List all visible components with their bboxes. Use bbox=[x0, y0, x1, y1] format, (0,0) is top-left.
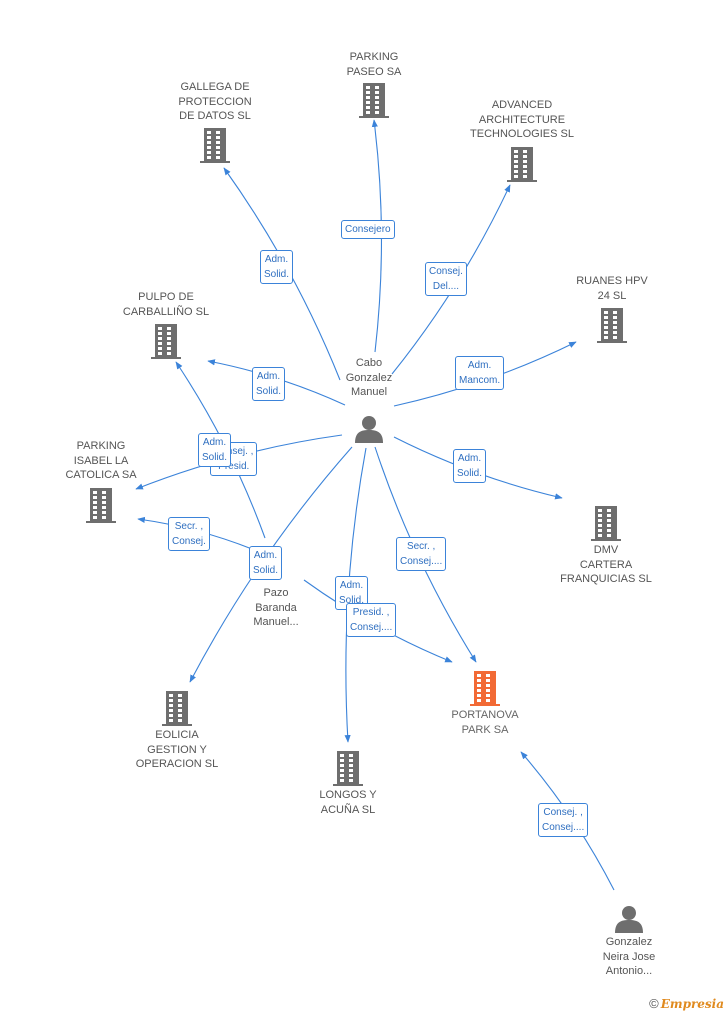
node-label: EOLICIA GESTION Y OPERACION SL bbox=[135, 729, 219, 770]
building-icon bbox=[541, 505, 671, 541]
node-label: LONGOS Y ACUÑA SL bbox=[319, 789, 377, 816]
node-label: PORTANOVA PARK SA bbox=[451, 709, 519, 736]
role-label[interactable]: Adm. Solid. bbox=[453, 449, 487, 483]
node-pazo[interactable]: Pazo Baranda Manuel... bbox=[211, 586, 341, 630]
building-icon bbox=[597, 307, 627, 343]
role-label[interactable]: Adm. Solid. bbox=[198, 433, 232, 467]
node-label: PULPO DE CARBALLIÑO SL bbox=[122, 291, 210, 318]
node-label: GALLEGA DE PROTECCION DE DATOS SL bbox=[178, 81, 252, 122]
node-label: ADVANCED ARCHITECTURE TECHNOLOGIES SL bbox=[470, 99, 574, 140]
role-label[interactable]: Consej. , Consej.... bbox=[538, 803, 589, 837]
node-label: PARKING PASEO SA bbox=[346, 51, 402, 78]
building-icon bbox=[200, 127, 230, 163]
node-gallega[interactable]: GALLEGA DE PROTECCION DE DATOS SL bbox=[150, 80, 280, 163]
copyright-symbol: © bbox=[649, 996, 659, 1011]
node-label: Cabo Gonzalez Manuel bbox=[345, 357, 393, 398]
person-icon bbox=[564, 905, 694, 933]
node-gonzalez[interactable]: Gonzalez Neira Jose Antonio... bbox=[564, 905, 694, 979]
node-ruanes[interactable]: RUANES HPV 24 SL bbox=[547, 274, 677, 343]
role-label[interactable]: Presid. , Consej.... bbox=[346, 603, 397, 637]
node-eolicia[interactable]: EOLICIA GESTION Y OPERACION SL bbox=[112, 690, 242, 772]
node-parking-paseo[interactable]: PARKING PASEO SA bbox=[309, 50, 439, 118]
node-parking-isabel[interactable]: PARKING ISABEL LA CATOLICA SA bbox=[36, 439, 166, 523]
node-pulpo[interactable]: PULPO DE CARBALLIÑO SL bbox=[101, 290, 231, 359]
node-portanova[interactable]: PORTANOVA PARK SA bbox=[420, 670, 550, 737]
role-label[interactable]: Adm. Mancom. bbox=[455, 356, 505, 390]
building-icon bbox=[283, 750, 413, 786]
node-label: PARKING ISABEL LA CATOLICA SA bbox=[65, 440, 137, 481]
node-longos[interactable]: LONGOS Y ACUÑA SL bbox=[283, 750, 413, 817]
node-label: DMV CARTERA FRANQUICIAS SL bbox=[560, 544, 652, 585]
footer-brand[interactable]: ©Empresia bbox=[649, 996, 724, 1011]
role-label[interactable]: Adm. Solid. bbox=[249, 546, 283, 580]
role-label[interactable]: Adm. Solid. bbox=[252, 367, 286, 401]
role-label[interactable]: Adm. Solid. bbox=[260, 250, 294, 284]
building-icon bbox=[112, 690, 242, 726]
building-icon bbox=[359, 82, 389, 118]
building-icon bbox=[507, 146, 537, 182]
role-label[interactable]: Consej. Del.... bbox=[425, 262, 467, 296]
node-label: Gonzalez Neira Jose Antonio... bbox=[602, 936, 656, 977]
role-label[interactable]: Secr. , Consej. bbox=[168, 517, 210, 551]
role-label[interactable]: Secr. , Consej.... bbox=[396, 537, 447, 571]
role-label[interactable]: Consejero bbox=[341, 220, 395, 239]
building-icon bbox=[86, 487, 116, 523]
brand-name: Empresia bbox=[660, 997, 724, 1011]
node-advanced[interactable]: ADVANCED ARCHITECTURE TECHNOLOGIES SL bbox=[457, 98, 587, 182]
building-icon bbox=[151, 323, 181, 359]
node-dmv[interactable]: DMV CARTERA FRANQUICIAS SL bbox=[541, 505, 671, 587]
building-icon bbox=[420, 670, 550, 706]
node-cabo[interactable]: Cabo Gonzalez Manuel bbox=[304, 356, 434, 443]
person-icon bbox=[354, 415, 384, 443]
node-label: RUANES HPV 24 SL bbox=[576, 275, 648, 302]
node-label: Pazo Baranda Manuel... bbox=[253, 587, 299, 628]
